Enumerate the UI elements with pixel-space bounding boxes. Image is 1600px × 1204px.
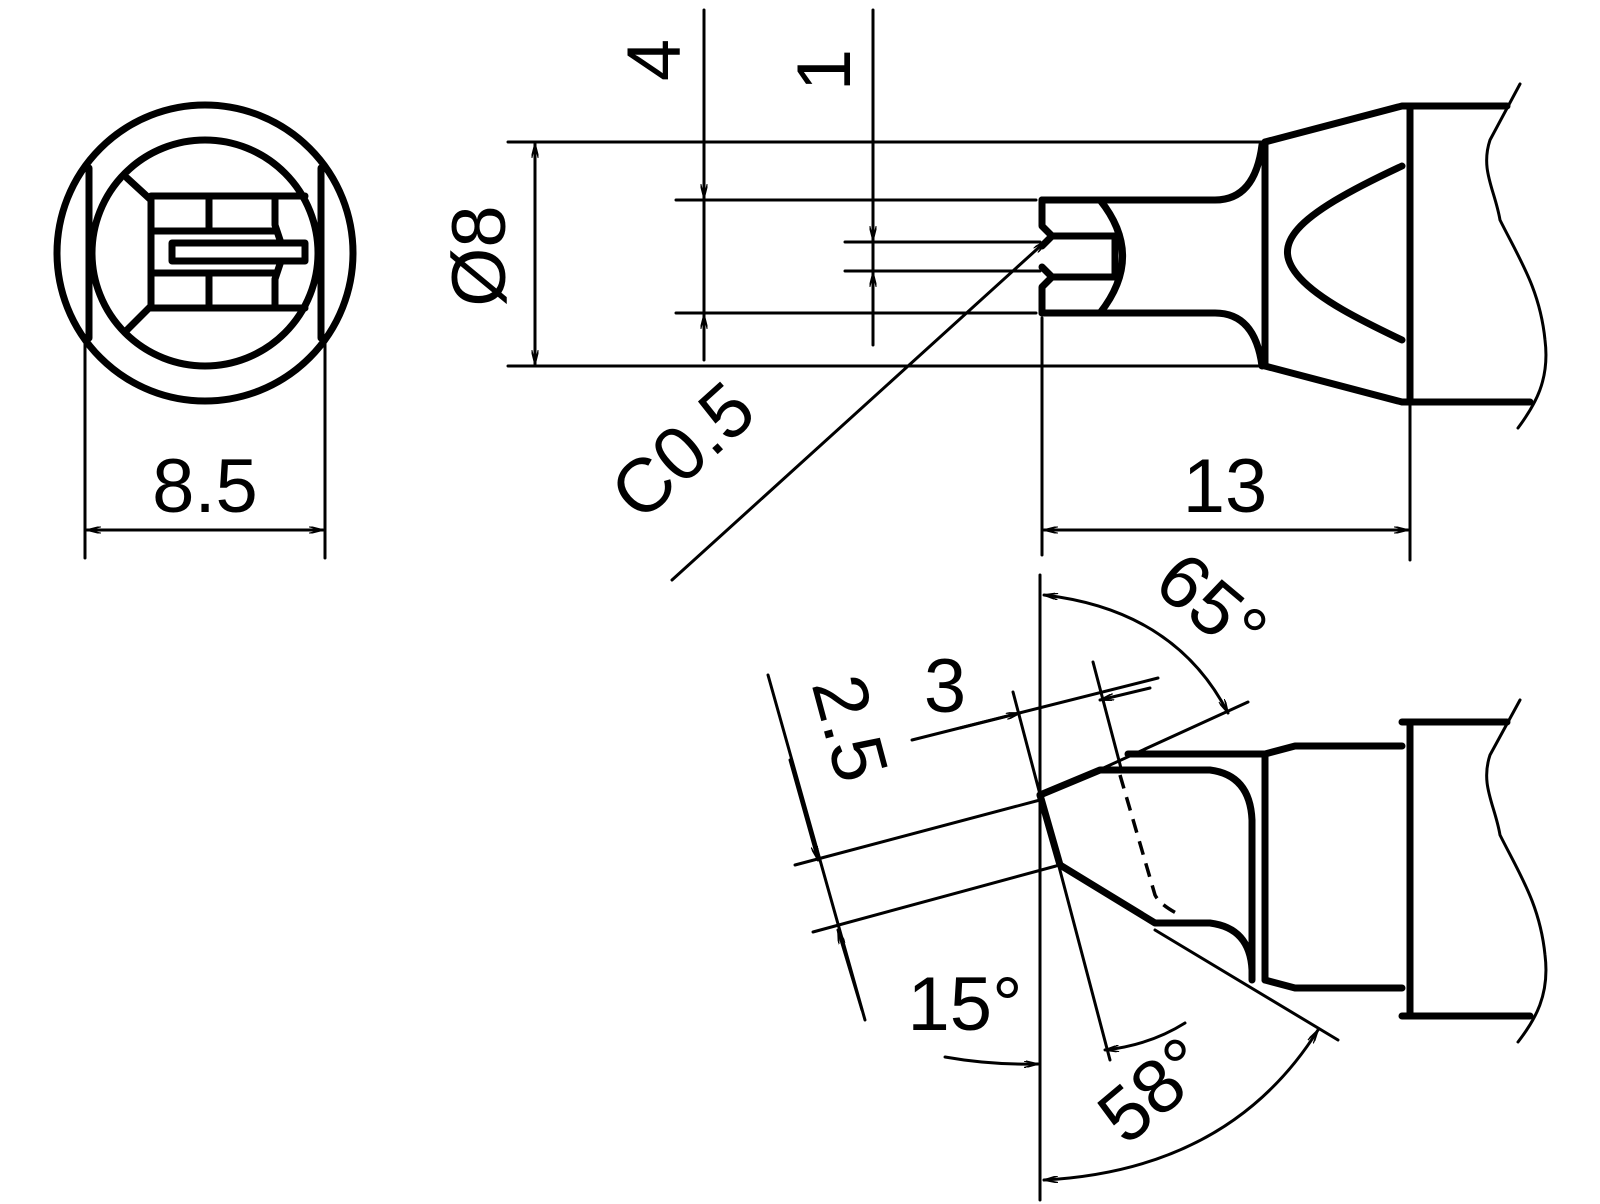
dimension-length: 13 xyxy=(1183,444,1268,529)
dimension-chamfer: C0.5 xyxy=(595,366,771,537)
tip-detail-view: 2.5 3 65° 15° 58° xyxy=(766,536,1548,1202)
end-view: 8.5 xyxy=(53,101,357,560)
dimension-one: 1 xyxy=(782,49,867,91)
dimension-diameter: Ø8 xyxy=(437,205,522,306)
dimension-tip-length: 3 xyxy=(924,644,966,729)
dimension-angle-15: 15° xyxy=(908,962,1023,1047)
side-view: Ø8 4 1 C0.5 13 xyxy=(437,8,1548,582)
dimension-end-width: 8.5 xyxy=(152,444,258,529)
dimension-four: 4 xyxy=(612,39,697,81)
dimension-tip-width: 2.5 xyxy=(795,666,904,790)
dimension-angle-65: 65° xyxy=(1140,536,1283,675)
